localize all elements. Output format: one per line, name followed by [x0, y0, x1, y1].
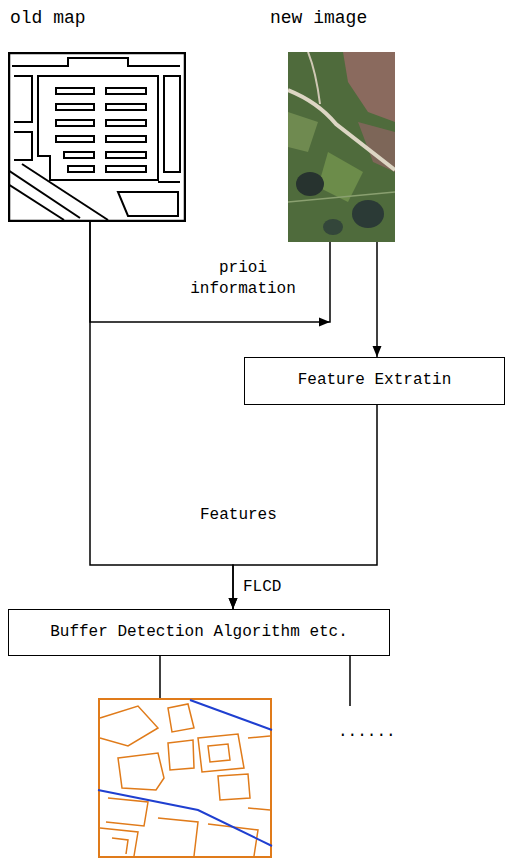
annotation-label: ......: [338, 722, 396, 743]
process-box: Feature Extratin: [244, 357, 505, 405]
output-line: [349, 656, 351, 706]
image-illustration: [8, 52, 186, 222]
result-map: [98, 699, 272, 857]
flow-connector: [373, 242, 382, 357]
image-heading: new image: [270, 8, 367, 30]
output-line: [159, 656, 161, 698]
image-panel: old map: [8, 52, 186, 222]
process-box: Buffer Detection Algorithm etc.: [8, 609, 390, 656]
image-heading: old map: [10, 8, 86, 30]
box-label: Feature Extratin: [298, 371, 452, 390]
edge-label: prioi information: [178, 258, 308, 300]
annotation-label: FLCD: [243, 577, 281, 598]
box-label: Buffer Detection Algorithm etc.: [50, 623, 348, 642]
image-panel: new image: [288, 52, 395, 242]
annotation-label: Features: [200, 505, 277, 526]
image-illustration: [288, 52, 395, 242]
